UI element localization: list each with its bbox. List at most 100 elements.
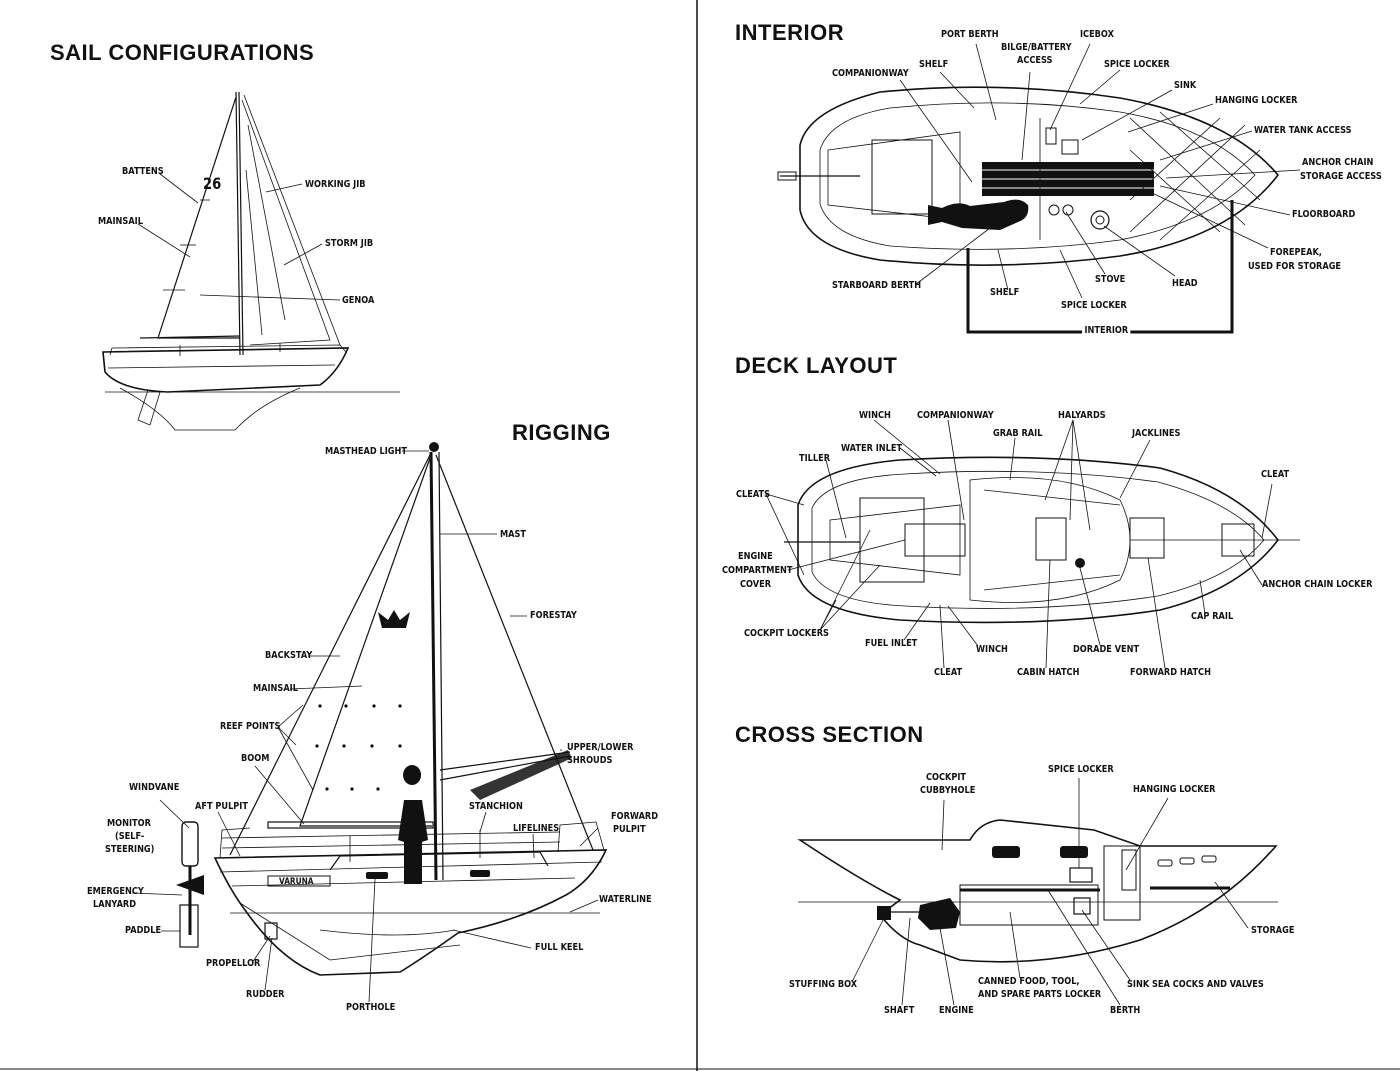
label-spare-parts: AND SPARE PARTS LOCKER [978,989,1102,1000]
label-winch-bottom: WINCH [976,644,1008,655]
label-mainsail-small: MAINSAIL [98,216,143,227]
sail-crown-logo [378,610,410,628]
sail-number: 26 [203,174,222,193]
label-icebox: ICEBOX [1080,29,1114,40]
label-fuel-inlet: FUEL INLET [865,638,918,649]
label-backstay: BACKSTAY [265,650,313,661]
label-forepeak: FOREPEAK, [1270,247,1322,258]
label-head: HEAD [1172,278,1198,289]
label-hanging-locker-interior: HANGING LOCKER [1215,95,1298,106]
label-compartment: COMPARTMENT [722,565,793,576]
label-lifelines: LIFELINES [513,823,560,834]
label-cleat-bow: CLEAT [1261,469,1290,480]
label-shaft: SHAFT [884,1005,915,1016]
label-emergency: EMERGENCY [87,886,144,897]
label-windvane: WINDVANE [129,782,180,793]
label-boom: BOOM [241,753,270,764]
label-stanchion: STANCHION [469,801,523,812]
deck-plan [765,419,1300,669]
label-forward-hatch: FORWARD HATCH [1130,667,1211,678]
interior-heading: INTERIOR [735,20,845,45]
label-anchor-chain-locker: ANCHOR CHAIN LOCKER [1262,579,1373,590]
label-stuffing-box: STUFFING BOX [789,979,858,990]
label-water-inlet: WATER INLET [841,443,903,454]
label-anchor-chain: ANCHOR CHAIN [1302,157,1374,168]
label-pulpit: PULPIT [613,824,646,835]
label-floorboard: FLOORBOARD [1292,209,1356,220]
label-sink: SINK [1174,80,1197,91]
label-companionway-deck: COMPANIONWAY [917,410,994,421]
label-mainsail-rigging: MAINSAIL [253,683,298,694]
label-reef-points: REEF POINTS [220,721,281,732]
label-cockpit-lockers: COCKPIT LOCKERS [744,628,829,639]
label-forward: FORWARD [611,811,659,822]
deck-layout-heading: DECK LAYOUT [735,353,898,378]
label-self: (SELF- [115,831,145,842]
label-interior-bar: INTERIOR [1082,325,1131,337]
label-monitor: MONITOR [107,818,151,829]
label-used-for-storage: USED FOR STORAGE [1248,261,1342,272]
label-access: ACCESS [1017,55,1053,66]
sail-configurations-heading: SAIL CONFIGURATIONS [50,40,315,65]
label-jacklines: JACKLINES [1132,428,1181,439]
label-sink-sea-cocks: SINK SEA COCKS AND VALVES [1127,979,1264,990]
label-lanyard: LANYARD [93,899,137,910]
cross-section-heading: CROSS SECTION [735,722,924,747]
label-spice-locker-cross: SPICE LOCKER [1048,764,1114,775]
label-grab-rail: GRAB RAIL [993,428,1043,439]
label-cap-rail: CAP RAIL [1191,611,1234,622]
label-genoa: GENOA [342,295,375,306]
label-engine-cross: ENGINE [939,1005,974,1016]
label-cabin-hatch: CABIN HATCH [1017,667,1080,678]
boat-name: VARUNA [279,877,314,887]
label-shelf-top: SHELF [919,59,949,70]
person-silhouette [398,765,428,884]
label-stove: STOVE [1095,274,1126,285]
label-cubbyhole: CUBBYHOLE [920,785,976,796]
label-upper-lower: UPPER/LOWER [567,742,634,753]
label-tiller: TILLER [799,453,831,464]
label-halyards: HALYARDS [1058,410,1106,421]
reclining-person [928,199,1029,230]
label-cover: COVER [740,579,772,590]
label-berth: BERTH [1110,1005,1141,1016]
label-aft-pulpit: AFT PULPIT [195,801,248,812]
label-water-tank-access: WATER TANK ACCESS [1254,125,1352,136]
rigging-boat [131,442,608,1003]
label-propellor: PROPELLOR [206,958,261,969]
label-canned-food: CANNED FOOD, TOOL, [978,976,1080,987]
label-cleat-bottom: CLEAT [934,667,963,678]
label-working-jib: WORKING JIB [305,179,366,190]
label-cleats: CLEATS [736,489,771,500]
label-forestay: FORESTAY [530,610,577,621]
label-engine: ENGINE [738,551,773,562]
label-storage-access: STORAGE ACCESS [1300,171,1382,182]
label-steering: STEERING) [105,844,155,855]
label-full-keel: FULL KEEL [535,942,584,953]
label-port-berth: PORT BERTH [941,29,999,40]
sail-config-boat [102,91,400,431]
label-rudder: RUDDER [246,989,285,1000]
label-storage: STORAGE [1251,925,1295,936]
label-porthole: PORTHOLE [346,1002,396,1013]
label-dorade-vent: DORADE VENT [1073,644,1140,655]
label-battens: BATTENS [122,166,164,177]
interior-plan [777,43,1301,334]
label-winch-top: WINCH [859,410,891,421]
label-shrouds: SHROUDS [567,755,613,766]
label-hanging-locker-cross: HANGING LOCKER [1133,784,1216,795]
label-waterline: WATERLINE [599,894,652,905]
label-mast: MAST [500,529,527,540]
label-companionway-interior: COMPANIONWAY [832,68,909,79]
label-bilge-battery: BILGE/BATTERY [1001,42,1072,53]
label-spice-locker-top: SPICE LOCKER [1104,59,1170,70]
label-paddle: PADDLE [125,925,162,936]
label-masthead-light: MASTHEAD LIGHT [325,446,407,457]
label-spice-locker-bottom: SPICE LOCKER [1061,300,1127,311]
label-shelf-bottom: SHELF [990,287,1020,298]
cross-section [797,778,1278,1006]
label-cockpit: COCKPIT [926,772,967,783]
rigging-heading: RIGGING [512,420,611,445]
